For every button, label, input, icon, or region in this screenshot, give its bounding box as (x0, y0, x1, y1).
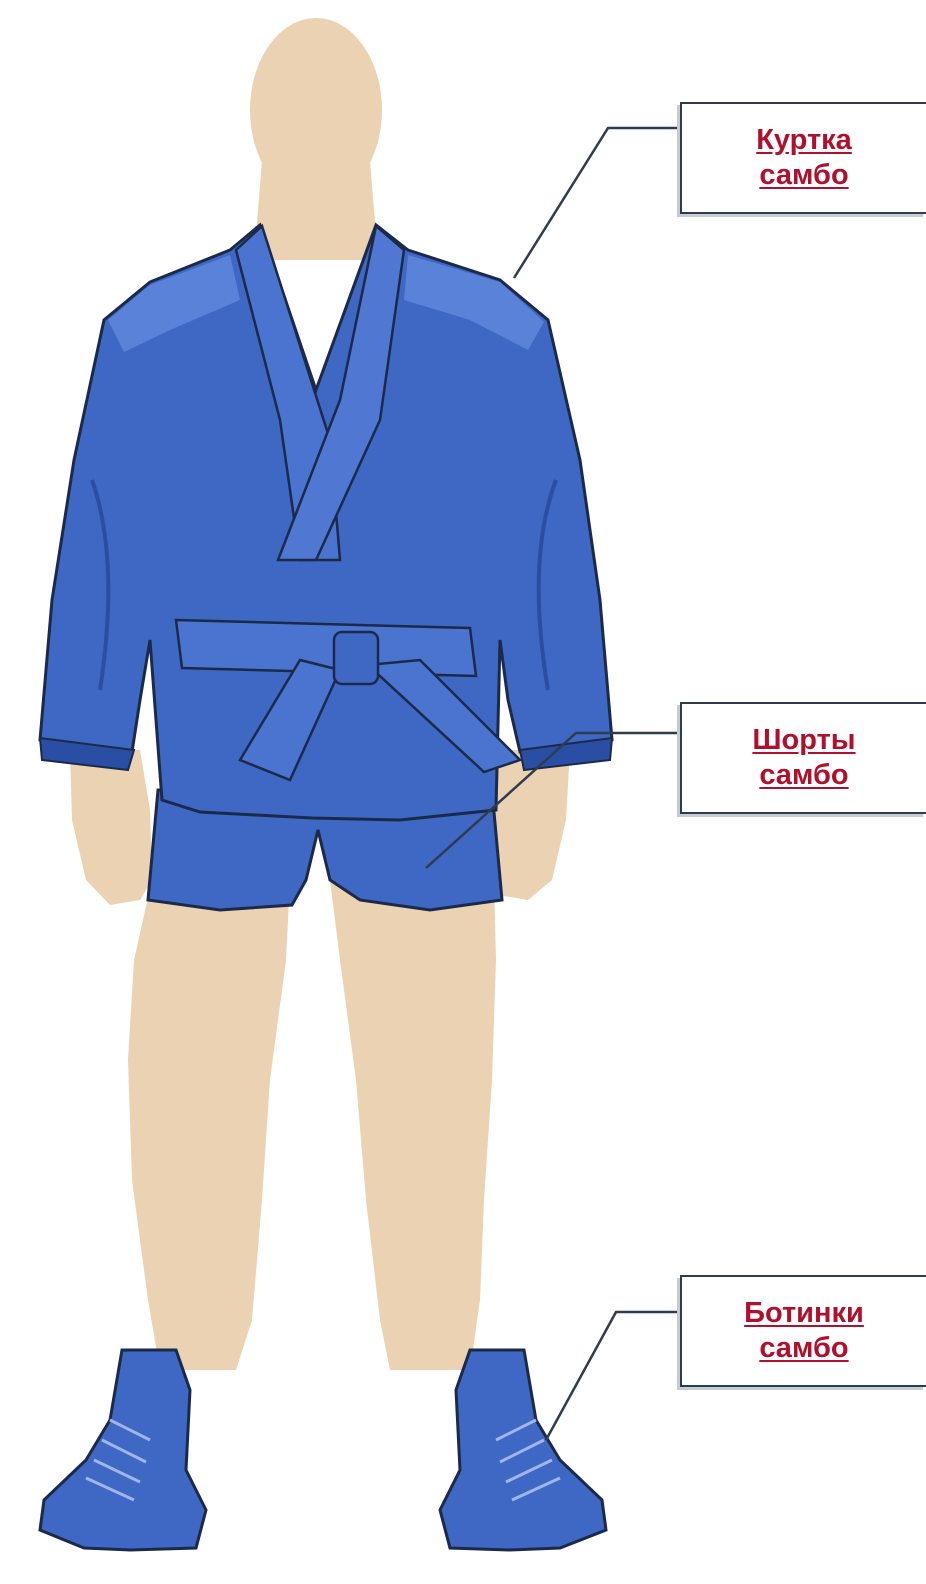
boots-leader-line (546, 1312, 680, 1440)
boots-link-line1: Ботинки (744, 1296, 864, 1331)
boots-link-line2: самбо (744, 1331, 864, 1366)
neck (254, 160, 378, 260)
boots-link[interactable]: Ботинки самбо (744, 1296, 864, 1366)
jacket-link-line1: Куртка (756, 123, 852, 158)
right-leg (330, 880, 496, 1370)
belt-knot (334, 632, 378, 684)
jacket-link-line2: самбо (756, 158, 852, 193)
boots-callout: Ботинки самбо (680, 1275, 926, 1387)
shorts-link-line1: Шорты (752, 723, 855, 758)
jacket-callout: Куртка самбо (680, 102, 926, 214)
sambo-boots (40, 1350, 606, 1550)
shorts-callout: Шорты самбо (680, 702, 926, 814)
left-leg (128, 880, 290, 1370)
jacket-link[interactable]: Куртка самбо (756, 123, 852, 193)
sambo-jacket (40, 225, 612, 820)
left-hand (70, 750, 152, 905)
shorts-link[interactable]: Шорты самбо (752, 723, 855, 793)
jacket-leader-line (514, 128, 680, 278)
shorts-link-line2: самбо (752, 758, 855, 793)
right-hand (490, 750, 570, 900)
